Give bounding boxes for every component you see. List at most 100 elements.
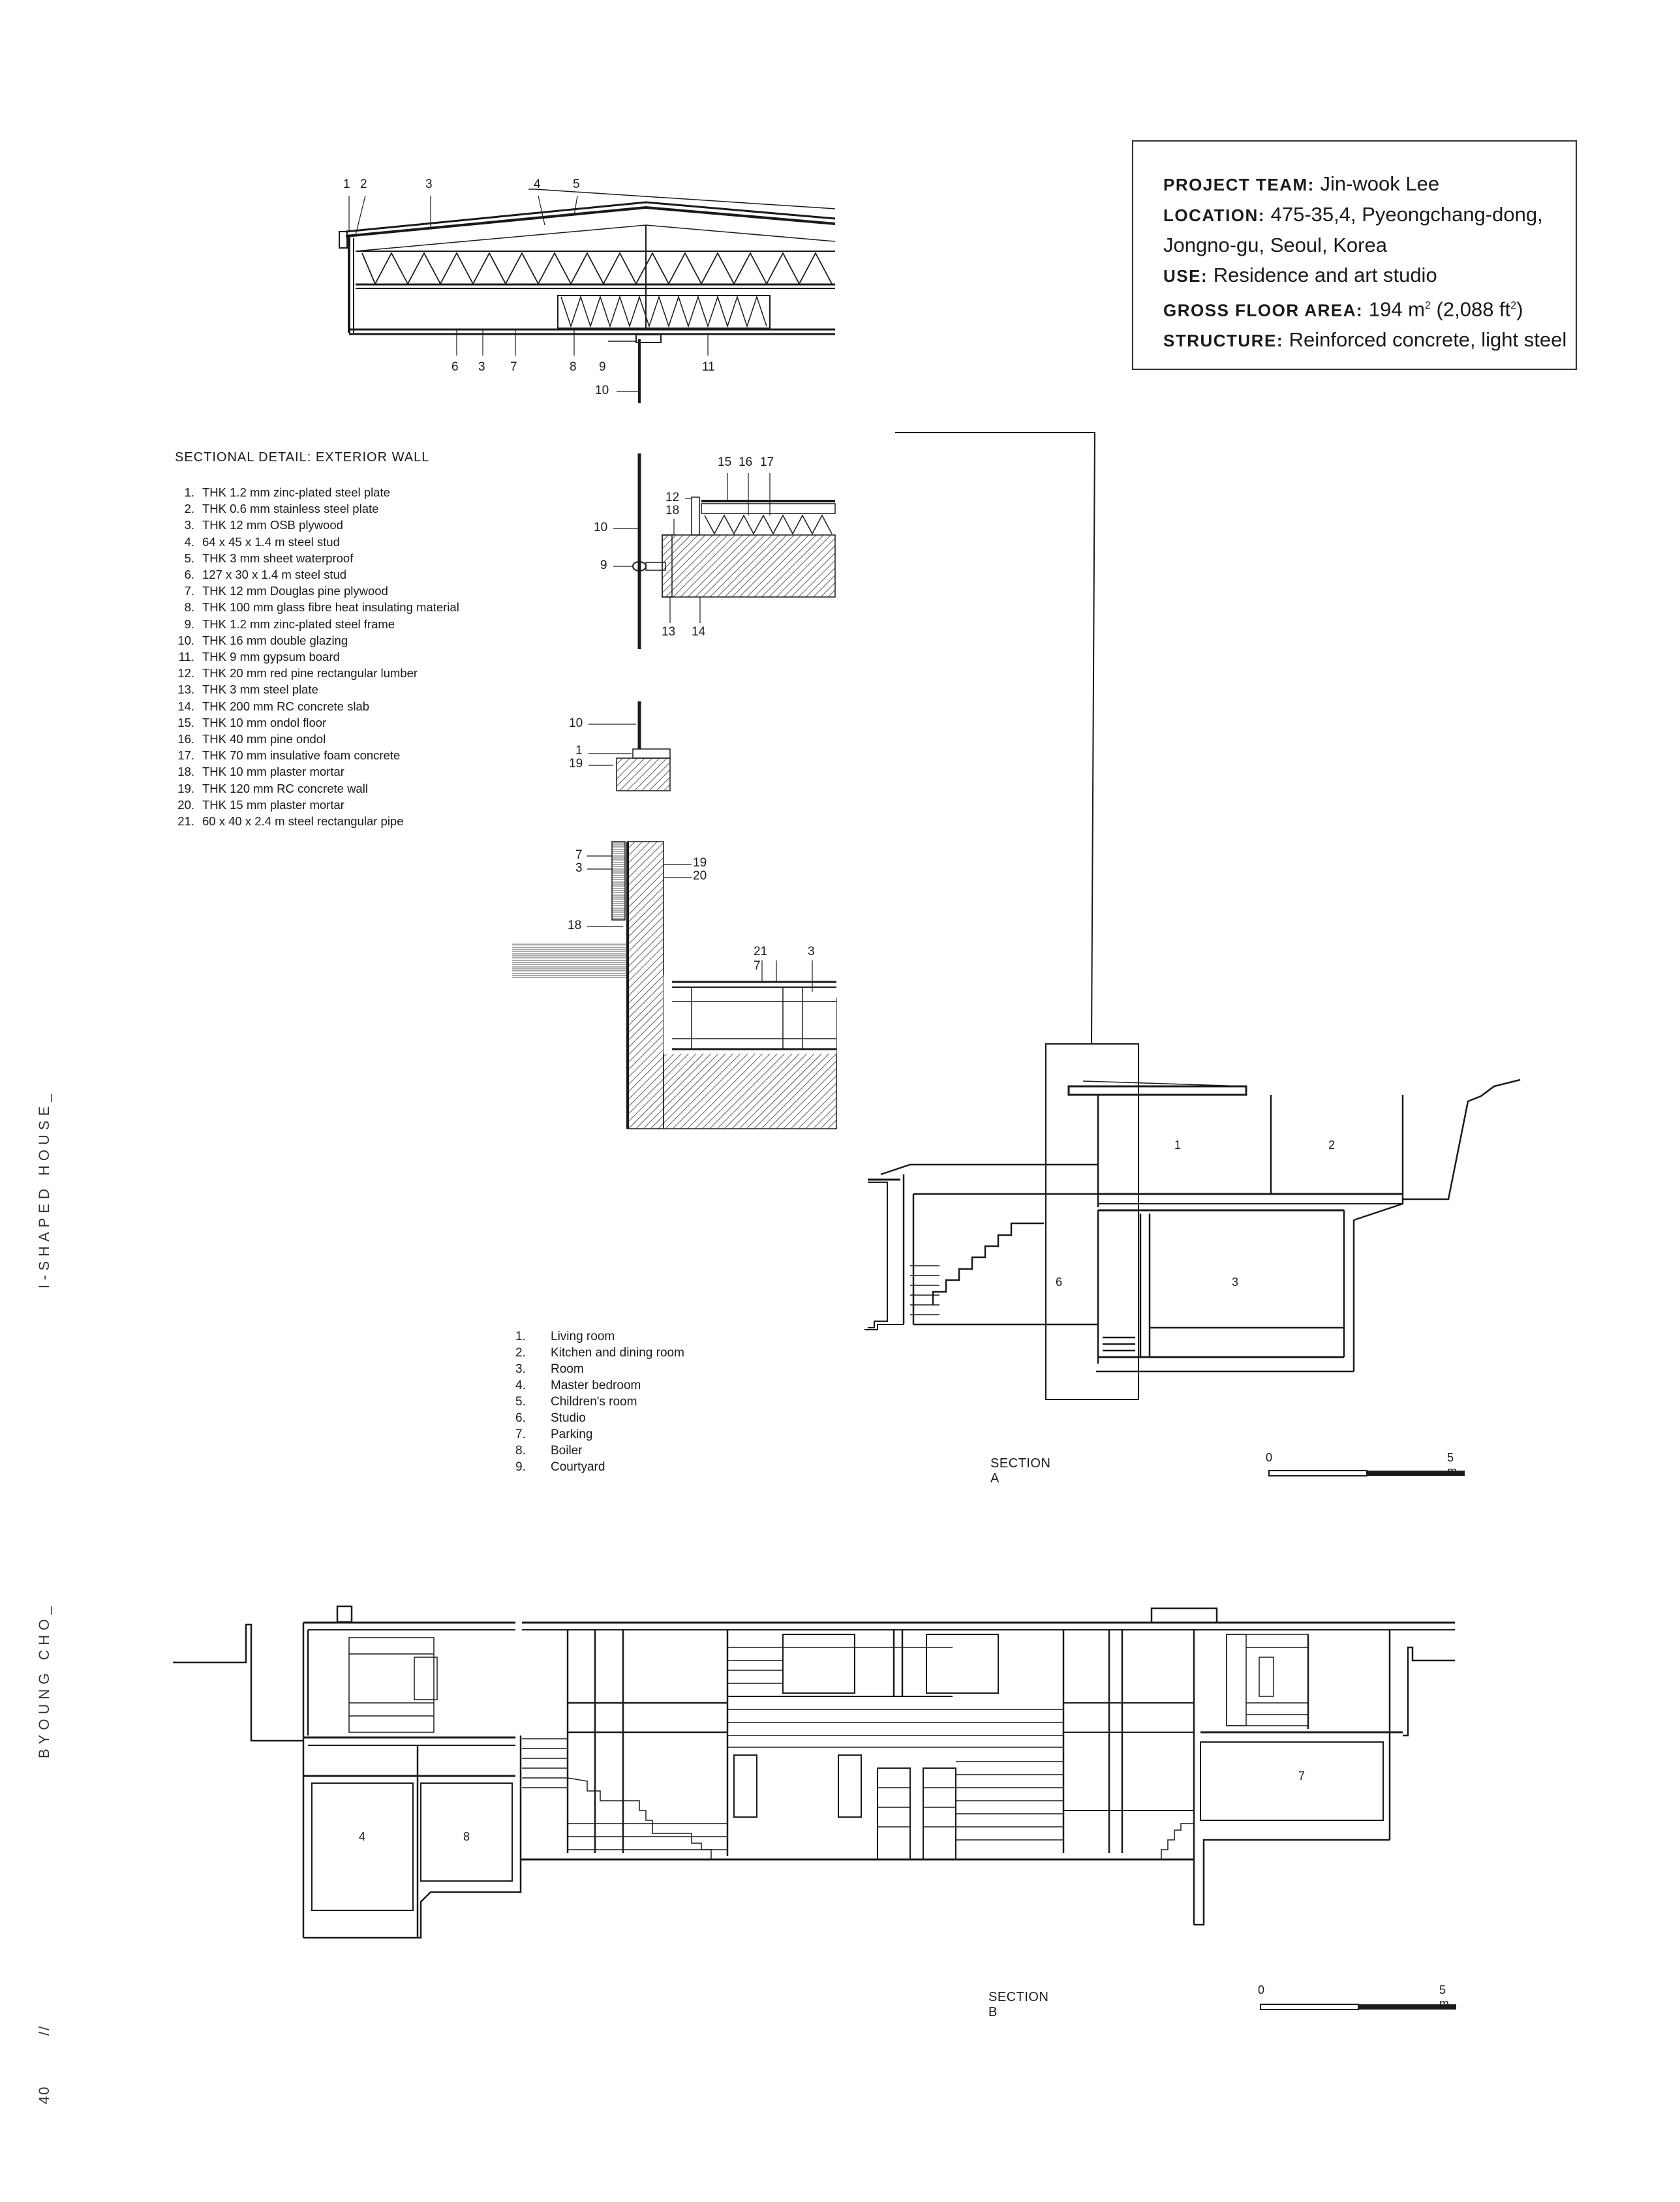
superscript-2: 2 [1510,300,1517,311]
callout-18: 18 [568,919,582,932]
spec-item: 13.THK 3 mm steel plate [163,681,459,697]
location-label: LOCATION: [1163,206,1265,225]
spec-item-text: THK 9 mm gypsum board [202,650,340,664]
legend-item-label: Parking [551,1428,593,1441]
spec-item: 20.THK 15 mm plaster mortar [163,797,459,813]
spec-item: 5.THK 3 mm sheet waterproof [163,550,459,566]
legend-item: 3. Room [515,1361,684,1377]
callout-10: 10 [594,521,608,534]
callout-19: 19 [569,757,583,771]
scale-b-start: 0 [1258,1983,1265,1996]
callout-7: 7 [510,360,517,374]
spec-item-text: THK 120 mm RC concrete wall [202,781,368,795]
spec-item-number: 16. [177,732,194,746]
spec-item-number: 19. [177,781,194,795]
legend-item: 8. Boiler [515,1443,684,1459]
callout-16: 16 [739,455,753,469]
spec-item-number: 14. [177,699,194,713]
callout-1: 1 [343,177,350,191]
callout-11: 11 [702,360,715,374]
spec-item-text: 64 x 45 x 1.4 m steel stud [202,534,340,549]
scale-b-end: 5 m [1439,1983,1449,2010]
spec-item-number: 21. [177,814,194,829]
use-row: USE: Residence and art studio [1163,260,1576,291]
spec-item-number: 4. [184,534,194,549]
project-team-row: PROJECT TEAM: Jin-wook Lee [1163,169,1576,200]
spec-item: 3.THK 12 mm OSB plywood [163,517,459,533]
location-row-2: Jongno-gu, Seoul, Korea [1163,230,1576,260]
callout-13: 13 [662,625,676,639]
callout-12: 12 [665,491,680,504]
gross-floor-area-close: ) [1516,298,1523,321]
spec-item-text: THK 20 mm red pine rectangular lumber [202,666,418,680]
spec-item-text: THK 200 mm RC concrete slab [202,699,370,713]
spec-item: 21.60 x 40 x 2.4 m steel rectangular pip… [163,813,459,829]
callout-6: 6 [451,360,459,374]
location-value-line2: Jongno-gu, Seoul, Korea [1163,234,1387,256]
room-label-1: 1 [1174,1139,1182,1152]
spec-item: 7.THK 12 mm Douglas pine plywood [163,583,459,599]
spec-item-number: 6. [184,568,194,582]
gross-floor-area-label: GROSS FLOOR AREA: [1163,300,1364,320]
spec-item-number: 3. [184,518,194,532]
legend-item: 9.Courtyard [515,1459,684,1475]
legend-item-number: 8. [515,1444,526,1458]
callout-18: 18 [665,504,680,517]
callout-3: 3 [575,861,583,875]
spec-item: 14. THK 200 mm RC concrete slab [163,698,459,714]
room-label-7: 7 [1298,1769,1306,1782]
legend-item: 5.Children's room [515,1394,684,1410]
callout-8: 8 [570,360,577,374]
structure-value: Reinforced concrete, light steel [1289,328,1567,352]
legend-item-label: Room [551,1362,584,1376]
spec-item-number: 8. [184,600,194,615]
spec-item: 10.THK 16 mm double glazing [163,632,459,649]
room-label-8: 8 [463,1830,470,1843]
legend-item-number: 7. [515,1428,526,1441]
gross-floor-area-row: GROSS FLOOR AREA: 194 m2 (2,088 ft2) [1163,291,1576,325]
spec-item-number: 9. [184,617,194,631]
callout-10: 10 [595,384,609,397]
spec-item-number: 17. [177,748,194,763]
legend-item-number: 3. [515,1362,526,1376]
spec-item-number: 7. [184,584,194,598]
legend-item-label: Master bedroom [551,1379,641,1392]
room-label-2: 2 [1328,1139,1336,1152]
spec-item-number: 10. [177,633,194,647]
spec-item-number: 1. [184,485,194,499]
legend-item-label: Living room [551,1330,615,1343]
legend-item-label: Kitchen and dining room [551,1346,684,1360]
callout-20: 20 [693,869,707,883]
page-number: 40 [36,2085,52,2104]
callout-21-7: 21 7 [754,945,768,973]
spec-item-number: 5. [184,551,194,565]
spec-item: 9.THK 1.2 mm zinc-plated steel frame [163,616,459,632]
roof-section-lines [339,189,836,403]
legend-item-label: Boiler [551,1444,583,1458]
gross-floor-area-metric: 194 m [1368,298,1426,321]
room-label-4: 4 [359,1830,366,1843]
spec-item: 4. 64 x 45 x 1.4 m steel stud [163,534,459,550]
project-team-label: PROJECT TEAM: [1163,175,1315,194]
project-info-box: PROJECT TEAM: Jin-wook Lee LOCATION: 475… [1132,140,1577,370]
section-b-lines [173,1605,1456,2010]
spec-item-number: 20. [177,797,194,812]
spec-item: 6.127 x 30 x 1.4 m steel stud [163,566,459,583]
spec-item-text: THK 1.2 mm zinc-plated steel plate [202,485,390,499]
spec-item-number: 11. [178,650,194,664]
legend-item: 2. Kitchen and dining room [515,1345,684,1361]
spec-item: 18.THK 10 mm plaster mortar [163,763,459,780]
section-a-lines [864,432,1521,1476]
spec-item-text: THK 10 mm plaster mortar [202,765,344,779]
callout-10: 10 [569,716,583,730]
gross-floor-area-imperial: (2,088 ft [1436,298,1511,321]
spec-item: 15.THK 10 mm ondol floor [163,714,459,731]
callout-9: 9 [600,558,607,572]
callout-3b: 3 [478,360,485,374]
spec-item: 1. THK 1.2 mm zinc-plated steel plate [163,484,459,500]
spec-item: 2.THK 0.6 mm stainless steel plate [163,500,459,517]
spec-item-text: THK 100 mm glass fibre heat insulating m… [202,600,459,615]
section-a-label: SECTION A [990,1456,1051,1486]
legend-item-number: 2. [515,1346,526,1360]
